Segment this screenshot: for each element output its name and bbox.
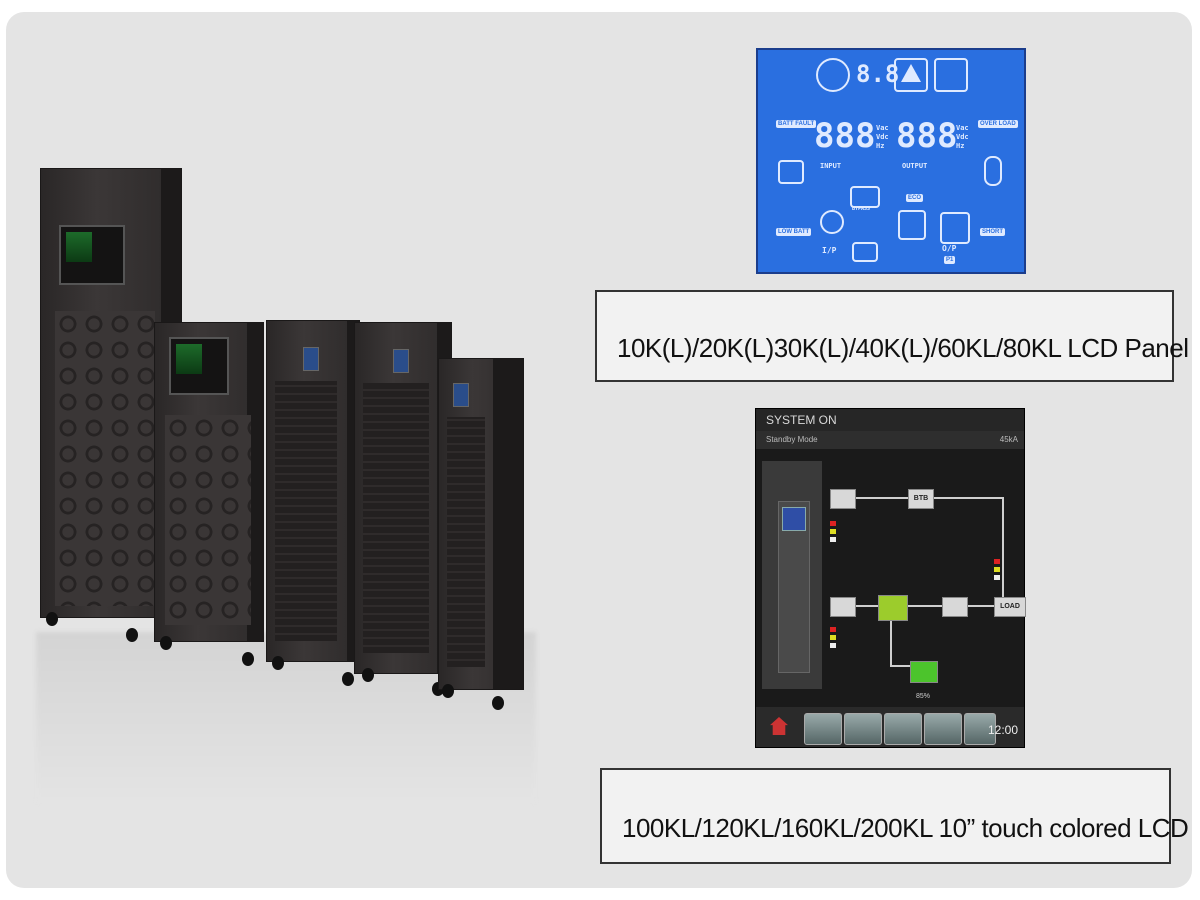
battery-node-icon <box>910 661 938 683</box>
tower-mini-display <box>303 347 319 371</box>
touch-menu-button-2[interactable] <box>844 713 882 745</box>
touch-bottom-bar: 12:00 <box>756 707 1024 747</box>
cabinet-display-screen <box>59 225 125 285</box>
system-status: SYSTEM ON <box>766 413 837 427</box>
load-node: LOAD <box>994 597 1026 617</box>
capacity-label: 45kA <box>999 435 1018 444</box>
warning-icon <box>894 58 928 92</box>
touch-subheader: Standby Mode 45kA <box>756 431 1024 449</box>
main-input-icon <box>830 597 856 617</box>
output-label: OUTPUT <box>902 162 928 170</box>
inverter-node-icon <box>942 597 968 617</box>
ups-product-photo <box>36 162 536 802</box>
rectifier-icon <box>878 595 908 621</box>
touch-lcd-caption: 100KL/120KL/160KL/200KL 10” touch colore… <box>622 813 1189 843</box>
tower-mini-display <box>453 383 469 407</box>
cabinet-display-screen <box>169 337 229 395</box>
touch-lcd-caption-box: 100KL/120KL/160KL/200KL 10” touch colore… <box>600 768 1189 864</box>
touch-menu-button-1[interactable] <box>804 713 842 745</box>
ups-tower-3 <box>438 358 524 690</box>
batt-fault-indicator: BATT FAULT <box>776 120 817 128</box>
ups-cabinet-medium <box>154 322 264 642</box>
touch-menu-button-4[interactable] <box>924 713 962 745</box>
over-load-indicator: OVER LOAD <box>978 120 1018 128</box>
btb-node: BTB <box>908 489 934 509</box>
lcd-panel-caption-box: 10K(L)/20K(L)30K(L)/40K(L)/60KL/80KL LCD… <box>595 290 1189 382</box>
input-digits: 888 <box>814 116 876 156</box>
bypass-input-icon <box>830 489 856 509</box>
eco-indicator: ECO <box>906 194 924 202</box>
ip-label: I/P <box>822 246 837 255</box>
home-icon[interactable] <box>770 717 788 735</box>
input-label: INPUT <box>820 162 842 170</box>
cabinet-icon <box>782 507 806 531</box>
mute-icon <box>934 58 968 92</box>
battery-percent: 85% <box>916 693 931 700</box>
ac-input-icon <box>820 210 844 234</box>
bulb-icon <box>984 156 1002 186</box>
touch-clock: 12:00 <box>987 723 1018 737</box>
touch-lcd-screen: SYSTEM ON Standby Mode 45kA BTB LOAD 85% <box>755 408 1026 748</box>
tower-mini-display <box>393 349 409 373</box>
bypass-icon <box>850 186 880 208</box>
clock-icon <box>816 58 850 92</box>
ups-tower-1 <box>266 320 360 662</box>
output-digits: 888 <box>896 116 958 156</box>
op-label: O/P <box>942 244 957 253</box>
touch-menu-button-3[interactable] <box>884 713 922 745</box>
low-batt-indicator: LOW BATT <box>776 228 812 236</box>
lcd-top-digits: 8.8 <box>856 60 900 88</box>
battery-icon <box>778 160 804 184</box>
p1-indicator: P1 <box>944 256 956 264</box>
touch-side-panel <box>762 461 822 689</box>
mode-label: Standby Mode <box>766 435 818 444</box>
short-indicator: SHORT <box>980 228 1005 236</box>
touch-header: SYSTEM ON <box>756 409 1024 431</box>
battery-icon-small <box>852 242 878 262</box>
touch-menu-button-5[interactable] <box>964 713 996 745</box>
inverter-icon <box>898 210 926 240</box>
bypass-label: BYPASS <box>852 206 871 212</box>
lcd-panel-caption: 10K(L)/20K(L)30K(L)/40K(L)/60KL/80KL LCD… <box>617 333 1189 363</box>
outlet-icon <box>940 212 970 244</box>
